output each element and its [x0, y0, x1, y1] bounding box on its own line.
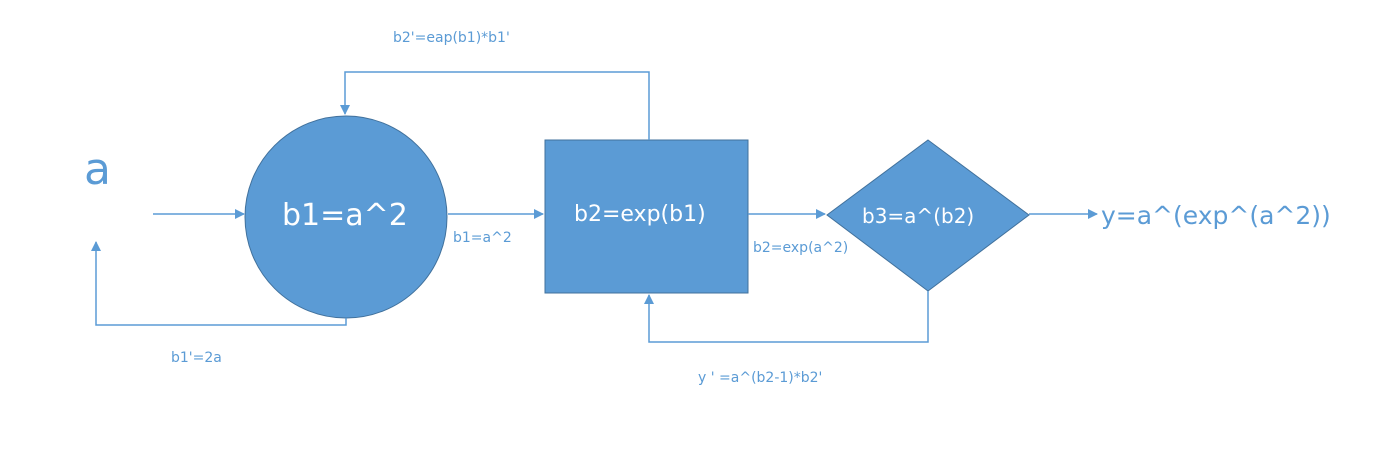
output-label-y: y=a^(exp^(a^2)) — [1101, 201, 1331, 230]
node-square-b2 — [544, 139, 749, 294]
circle-node-label: b1=a^2 — [282, 198, 408, 233]
input-label-a: a — [84, 144, 111, 195]
edge-label-b1-forward: b1=a^2 — [453, 230, 512, 246]
edge-label-b2-gradient: b2'=eap(b1)*b1' — [393, 30, 510, 46]
edge-label-y-gradient: y ' =a^(b2-1)*b2' — [698, 370, 823, 386]
square-node-label: b2=exp(b1) — [574, 202, 706, 227]
diamond-node-label: b3=a^(b2) — [862, 204, 975, 228]
arrow-grad-b1-to-a — [91, 241, 347, 326]
edge-label-b1-gradient: b1'=2a — [171, 350, 222, 366]
arrow-grad-b3-to-b2 — [644, 291, 929, 343]
edge-label-b2-forward: b2=exp(a^2) — [753, 240, 849, 256]
arrow-grad-b2-to-b1 — [340, 71, 650, 140]
